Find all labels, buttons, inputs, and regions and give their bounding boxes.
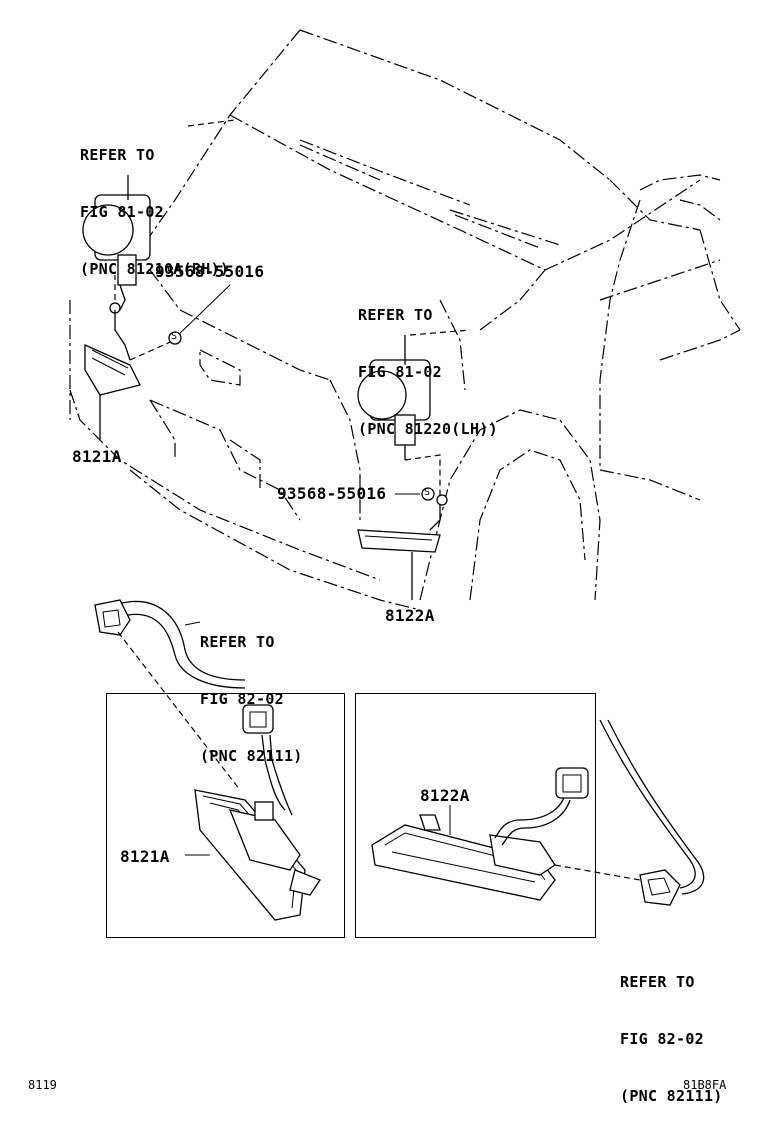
footer-left-code: 8119 bbox=[28, 1078, 57, 1092]
vehicle-outline bbox=[69, 29, 741, 611]
bulb-marker-upper: S bbox=[171, 331, 178, 342]
wire-connector-right bbox=[599, 719, 705, 906]
refer-lh-line1: REFER TO bbox=[358, 306, 433, 324]
lamp-lh-main bbox=[357, 494, 448, 600]
refer-label-wire-left: REFER TO FIG 82-02 (PNC 82111) bbox=[200, 595, 303, 785]
refer-label-wire-right: REFER TO FIG 82-02 (PNC 82111) bbox=[620, 935, 723, 1125]
refer-label-lh: REFER TO FIG 81-02 (PNC 81220(LH)) bbox=[358, 268, 498, 458]
refer-wire-right-line3: (PNC 82111) bbox=[620, 1087, 723, 1105]
refer-rh-line2: FIG 81-02 bbox=[80, 203, 164, 221]
refer-wire-left-line2: FIG 82-02 bbox=[200, 690, 284, 708]
refer-wire-right-line1: REFER TO bbox=[620, 973, 695, 991]
headlamp-lh bbox=[357, 335, 431, 460]
refer-rh-line1: REFER TO bbox=[80, 146, 155, 164]
lamp-rh-main bbox=[84, 310, 141, 440]
bulb-part-number-upper: 93568-55016 bbox=[155, 262, 265, 281]
lamp-rh-main-label: 8121A bbox=[72, 447, 122, 466]
detail-box-rh bbox=[106, 693, 345, 938]
lamp-lh-main-label: 8122A bbox=[385, 606, 435, 625]
detail-lamp-lh bbox=[371, 767, 641, 901]
bulb-markers bbox=[168, 331, 435, 501]
lamp-rh-detail-label: 8121A bbox=[120, 847, 170, 866]
refer-wire-left-line1: REFER TO bbox=[200, 633, 275, 651]
refer-lh-line2: FIG 81-02 bbox=[358, 363, 442, 381]
refer-label-rh: REFER TO FIG 81-02 (PNC 81210A(RH)) bbox=[80, 108, 229, 298]
refer-wire-right-line2: FIG 82-02 bbox=[620, 1030, 704, 1048]
refer-rh-line3: (PNC 81210A(RH)) bbox=[80, 260, 230, 278]
refer-wire-left-line3: (PNC 82111) bbox=[200, 747, 303, 765]
bulb-marker-lower: S bbox=[424, 487, 431, 498]
refer-lh-line3: (PNC 81220(LH)) bbox=[358, 420, 498, 438]
detail-box-lh bbox=[355, 693, 596, 938]
headlamp-rh bbox=[82, 175, 151, 314]
footer-right-code: 81B8FA bbox=[683, 1078, 727, 1092]
leader-lines bbox=[114, 119, 471, 495]
bulb-part-number-lower: 93568-55016 bbox=[277, 484, 387, 503]
wire-connector-left bbox=[94, 599, 246, 791]
detail-lamp-rh bbox=[185, 704, 321, 921]
lamp-lh-detail-label: 8122A bbox=[420, 786, 470, 805]
